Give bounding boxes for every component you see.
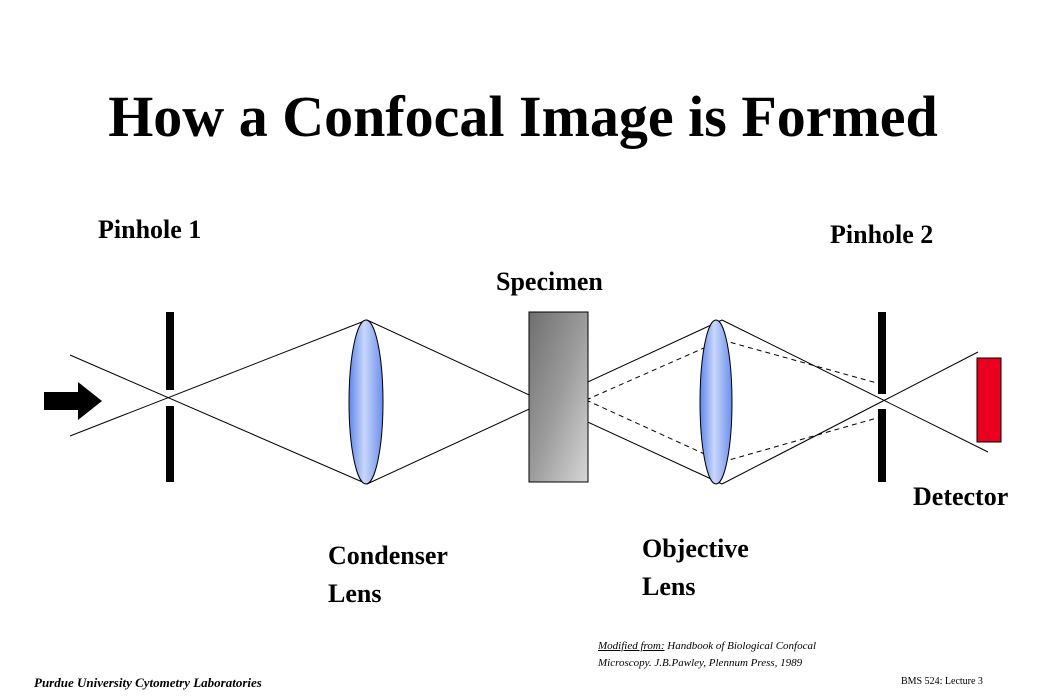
citation-line1-rest: Handbook of Biological Confocal xyxy=(664,640,817,652)
condenser-lens xyxy=(348,319,384,485)
pinhole-2-label: Pinhole 2 xyxy=(830,220,934,249)
objective-label-line2: Lens xyxy=(642,572,696,601)
objective-lens xyxy=(699,319,733,485)
condenser-lens-label: Condenser Lens xyxy=(328,537,448,613)
citation-lead: Modified from: xyxy=(598,640,665,652)
pinhole-1 xyxy=(166,312,174,482)
footer-institution: Purdue University Cytometry Laboratories xyxy=(34,675,262,690)
citation-line-1: Modified from: Handbook of Biological Co… xyxy=(598,638,816,655)
citation: Modified from: Handbook of Biological Co… xyxy=(598,638,816,672)
specimen-slab xyxy=(528,311,589,483)
light-source-arrow-icon xyxy=(44,382,102,420)
condenser-label-line2: Lens xyxy=(328,579,382,608)
objective-lens-label: Objective Lens xyxy=(642,530,749,606)
detector-label: Detector xyxy=(913,482,1009,511)
pinhole-2 xyxy=(878,312,886,482)
footer-lecture: BMS 524: Lecture 3 xyxy=(901,676,983,687)
citation-line-2: Microscopy. J.B.Pawley, Plennum Press, 1… xyxy=(598,657,803,669)
objective-label-line1: Objective xyxy=(642,534,749,563)
condenser-label-line1: Condenser xyxy=(328,541,448,570)
detector xyxy=(976,357,1002,443)
out-of-focus-rays xyxy=(585,339,885,463)
page-title: How a Confocal Image is Formed xyxy=(108,84,938,149)
pinhole-1-label: Pinhole 1 xyxy=(98,215,202,244)
specimen-label: Specimen xyxy=(496,267,603,296)
